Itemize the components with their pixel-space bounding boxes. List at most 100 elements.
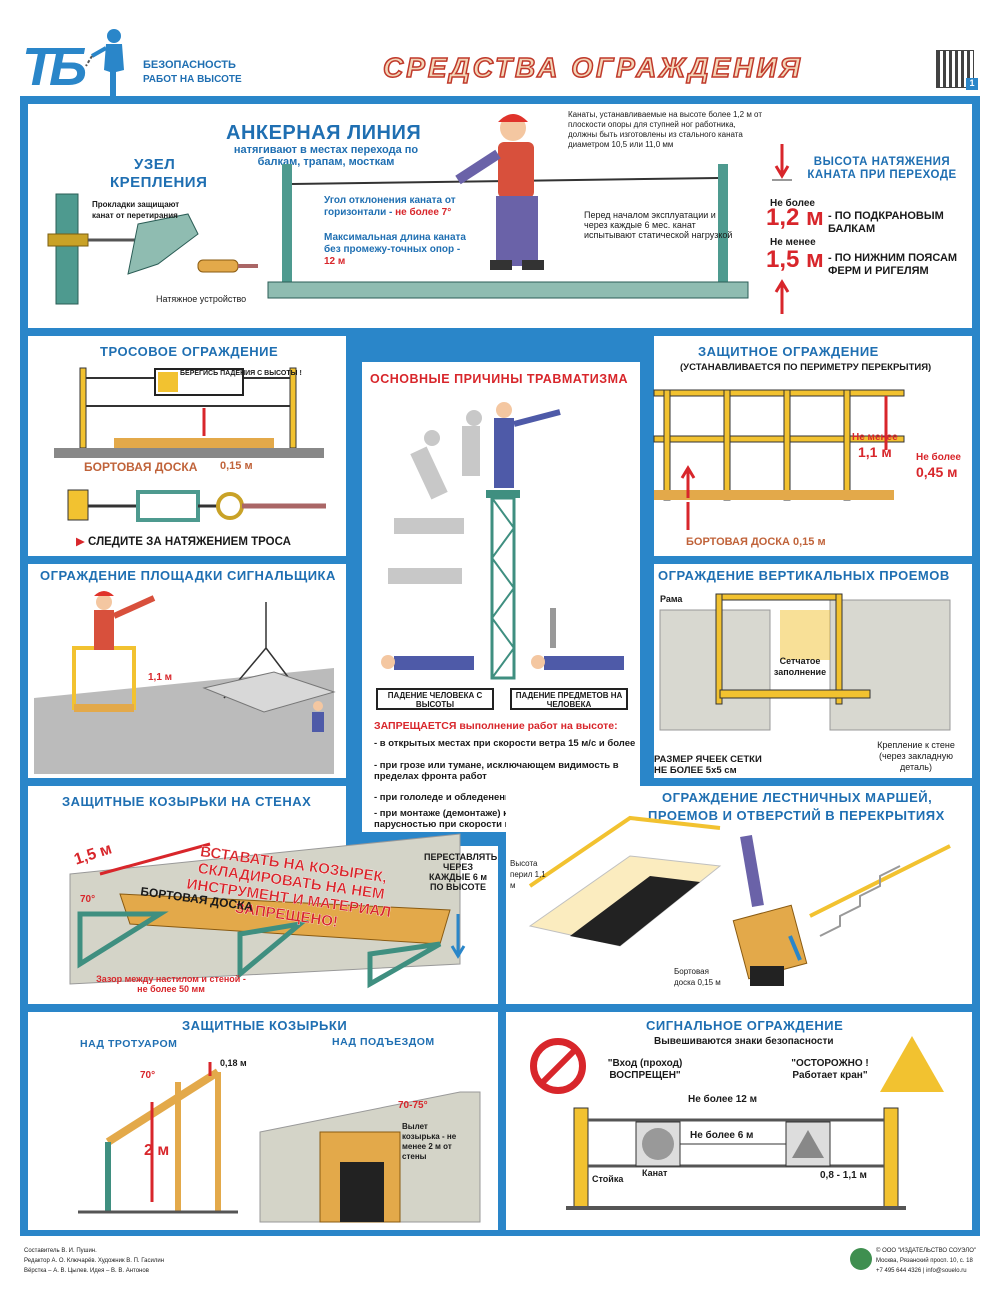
tension-warning-text: СЛЕДИТЕ ЗА НАТЯЖЕНИЕМ ТРОСА [88,536,291,548]
publisher-logo [850,1248,872,1270]
max-label: Не более [916,452,961,463]
canopy-gap-note: Зазор между настилом и стеной - не более… [96,974,246,994]
protective-board-label: БОРТОВАЯ ДОСКА 0,15 м [686,536,826,548]
protective-fence-illustration [653,389,905,530]
rope-label: Канат [642,1168,668,1178]
logo-text: ТБ [22,37,87,97]
signal-fence-illustration [566,1107,906,1210]
anchor-node-illustration [47,193,258,305]
fall-objects-box: ПАДЕНИЕ ПРЕДМЕТОВ НА ЧЕЛОВЕКА [510,688,628,710]
footer-left: Составитель В. И. Пушин. Редактор А. О. … [24,1246,164,1276]
panel-anchor-line: УЗЕЛ КРЕПЛЕНИЯ Прокладки защищают канат … [28,104,972,328]
height-title: ВЫСОТА НАТЯЖЕНИЯ КАНАТА ПРИ ПЕРЕХОДЕ [807,156,957,181]
anchor-title: АНКЕРНАЯ ЛИНИЯ [226,122,422,144]
uzel-title-1: УЗЕЛ [134,156,176,173]
logo-subtitle-1: БЕЗОПАСНОСТЬ [143,59,236,71]
wall-canopy-illustration [69,833,466,989]
no-more-label: Не более [770,198,815,209]
tension-warning: ▶ СЛЕДИТЕ ЗА НАТЯЖЕНИЕМ ТРОСА [76,534,291,548]
qr-label: 1 [966,78,978,90]
vertical-openings-title: ОГРАЖДЕНИЕ ВЕРТИКАЛЬНЫХ ПРОЕМОВ [658,568,950,583]
panel-cable-fence: ТРОСОВОЕ ОГРАЖДЕНИЕ БЕРЕГИСЬ ПАДЕНИЯ С В… [28,336,346,556]
no-entry-sign-icon [530,1038,586,1094]
qr-code [936,50,974,88]
footer-left-line-1: Составитель В. И. Пушин. [24,1248,97,1254]
length-label: Максимальная длина каната без промежу-то… [324,232,466,255]
sign2-text: "ОСТОРОЖНО ! Работает кран" [791,1058,869,1081]
logo-subtitle-2: РАБОТ НА ВЫСОТЕ [143,74,242,85]
board-label: БОРТОВАЯ ДОСКА [84,460,198,474]
fastening-label: Крепление к стене (через закладную детал… [877,740,955,772]
no-entry-slash [537,1046,579,1088]
header: ТБ БЕЗОПАСНОСТЬ РАБОТ НА ВЫСОТЕ СРЕДСТВА… [0,0,1000,97]
worker-figure [455,114,544,270]
fall-person-text: ПАДЕНИЕ ЧЕЛОВЕКА С ВЫСОТЫ [387,691,483,709]
footer-right: © ООО "ИЗДАТЕЛЬСТВО СОУЭЛО" Москва, Ряза… [876,1246,976,1276]
page-title: СРЕДСТВА ОГРАЖДЕНИЯ [382,51,803,84]
signal-fence-title: СИГНАЛЬНОЕ ОГРАЖДЕНИЕ [646,1018,844,1033]
sign1-text: "Вход (проход) ВОСПРЕЩЕН" [607,1058,683,1081]
h1-value: 1,2 м [766,204,824,231]
wall-canopies-title: ЗАЩИТНЫЕ КОЗЫРЬКИ НА СТЕНАХ [62,794,312,809]
min-label: Не менее [852,432,898,443]
signaler-height: 1,1 м [148,672,173,683]
panel-signaler-platform: ОГРАЖДЕНИЕ ПЛОЩАДКИ СИГНАЛЬЩИКА 1,1 м [28,564,346,778]
sidewalk-angle: 70° [140,1070,156,1081]
entrance-label: НАД ПОДЪЕЗДОМ [332,1036,435,1048]
span12-label: Не более 12 м [688,1094,758,1105]
entrance-reach: Вылет козырька - не менее 2 м от стены [402,1122,457,1161]
footer-right-line-3: +7 495 644 4326 | info@souelo.ru [876,1268,967,1274]
forbidden-item-3: - при гололеде и обледенении конструкций [374,792,579,803]
panel-signal-fence: СИГНАЛЬНОЕ ОГРАЖДЕНИЕ Вывешиваются знаки… [506,1012,972,1230]
canopy-angle: 70° [80,894,96,905]
panel-protective-fence: ЗАЩИТНОЕ ОГРАЖДЕНИЕ (УСТАНАВЛИВАЕТСЯ ПО … [653,336,972,556]
canopy-move-note: ПЕРЕСТАВЛЯТЬ ЧЕРЕЗ КАЖДЫЕ 6 м ПО ВЫСОТЕ [424,852,498,892]
sidewalk-h018: 0,18 м [220,1058,247,1068]
uzel-title-2: КРЕПЛЕНИЯ [110,174,208,191]
no-less-label: Не менее [770,237,816,248]
stairs-title-2: ПРОЕМОВ И ОТВЕРСТИЙ В ПЕРЕКРЫТИЯХ [648,808,945,823]
height-arrows [772,144,792,314]
fall-person-box: ПАДЕНИЕ ЧЕЛОВЕКА С ВЫСОТЫ [376,688,494,710]
max-value: 0,45 м [916,464,958,480]
entrance-angle: 70-75° [398,1100,428,1111]
footer-left-line-3: Вёрстка – А. В. Цылев. Идея – В. В. Анто… [24,1268,149,1274]
signal-height: 0,8 - 1,1 м [820,1170,867,1181]
panel-injury-causes: ОСНОВНЫЕ ПРИЧИНЫ ТРАВМАТИЗМА ПАДЕНИЕ ЧЕЛ… [356,356,646,838]
footer-right-line-2: Москва, Рязанский просп. 10, с. 18 [876,1258,973,1264]
cable-fence-title: ТРОСОВОЕ ОГРАЖДЕНИЕ [100,344,279,359]
sidewalk-canopy-illustration [78,1062,238,1214]
fall-sequence-illustration [381,402,624,680]
forbidden-item-1: - в открытых местах при скорости ветра 1… [374,738,636,749]
footer-left-line-2: Редактор А. О. Ключарёв. Художник В. П. … [24,1258,165,1264]
canopies-title: ЗАЩИТНЫЕ КОЗЫРЬКИ [182,1018,348,1033]
forbidden-item-4: - при монтаже (демонтаже) конструкций с … [374,808,616,830]
post-label: Стойка [592,1174,624,1184]
stairs-board: Бортовая доска 0,15 м [674,967,721,987]
h1-text: - ПО ПОДКРАНОВЫМ БАЛКАМ [828,210,944,235]
sign-text: БЕРЕГИСЬ ПАДЕНИЯ С ВЫСОТЫ ! [180,370,302,377]
mesh-size-label: РАЗМЕР ЯЧЕЕК СЕТКИ НЕ БОЛЕЕ 5х5 см [654,754,762,776]
mesh-label: Сетчатое заполнение [773,656,827,677]
warning-arrow-icon: ▶ [76,536,89,548]
turnbuckle-illustration [67,489,326,522]
sidewalk-h2: 2 м [144,1142,170,1159]
signal-fence-subtitle: Вывешиваются знаки безопасности [654,1036,834,1047]
angle-label: Угол отклонения каната от горизонтали - [324,195,456,218]
protective-fence-subtitle: (УСТАНАВЛИВАЕТСЯ ПО ПЕРИМЕТРУ ПЕРЕКРЫТИЯ… [680,362,932,373]
ropes-note: Канаты, устанавливаемые на высоте более … [568,110,762,149]
tension-device-label: Натяжное устройство [156,294,247,304]
logo: ТБ [22,36,92,97]
angle-value: не более 7° [395,207,452,218]
min-value: 1,1 м [858,444,892,460]
stairs-rail-height: Высота перил 1,1 м [510,859,546,890]
length-value: 12 м [324,256,346,267]
stairs-title-1: ОГРАЖДЕНИЕ ЛЕСТНИЧНЫХ МАРШЕЙ, [662,790,933,805]
span6-label: Не более 6 м [690,1130,754,1141]
angle-text: Угол отклонения каната от горизонтали - … [324,195,494,219]
vertical-opening-illustration [659,593,951,731]
signaler-title: ОГРАЖДЕНИЕ ПЛОЩАДКИ СИГНАЛЬЩИКА [40,568,336,583]
frame-label: Рама [660,594,683,604]
panel-canopies: ЗАЩИТНЫЕ КОЗЫРЬКИ НАД ТРОТУАРОМ НАД ПОДЪ… [28,1012,498,1230]
board-height: 0,15 м [220,460,253,472]
